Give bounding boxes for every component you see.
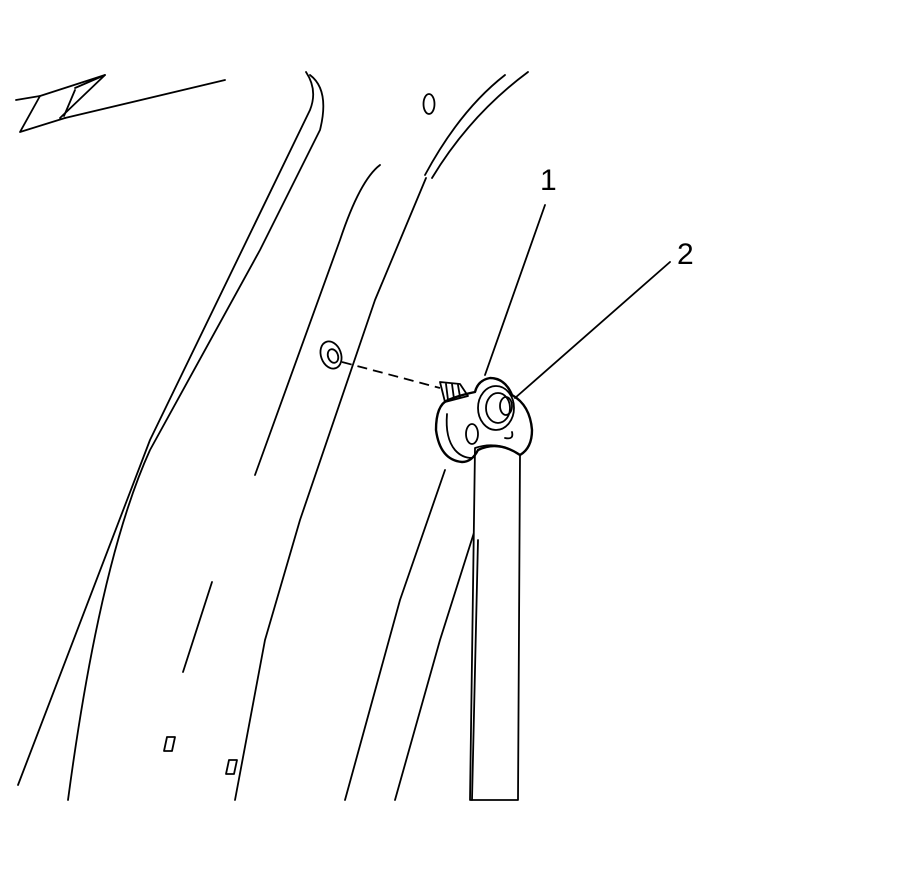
- callout-leader-1: [484, 204, 546, 376]
- bracket-left-shape: [15, 95, 66, 133]
- pillar-rear-edge-b: [394, 519, 479, 801]
- pillar-rear-edge: [344, 469, 446, 801]
- bracket-joint-line: [74, 74, 106, 89]
- trim-panel-edge: [234, 177, 427, 801]
- door-seal-edge-b: [431, 71, 529, 179]
- pillar-trim-outlines: [17, 71, 529, 801]
- callout-number-1: 1: [540, 164, 557, 197]
- callout-leader-2: [514, 261, 671, 399]
- roof-rail-line: [64, 79, 226, 119]
- trim-seam-a: [182, 581, 213, 673]
- installation-guide-line: [341, 361, 441, 389]
- seat-belt-webbing: [469, 444, 521, 801]
- trim-inner-edge: [254, 164, 381, 476]
- callout-number-2: 2: [677, 238, 694, 271]
- anchor-bolt: [439, 381, 515, 431]
- trim-slot-b: [225, 759, 238, 775]
- trim-slot-a: [163, 736, 176, 752]
- anchor-mounting-hole: [319, 340, 343, 370]
- seat-belt-anchor-plate: [434, 376, 534, 464]
- trim-outline-outer: [17, 71, 315, 786]
- trim-outline-curve: [67, 74, 325, 801]
- trim-clip-hole: [422, 93, 436, 115]
- bracket-inner-line: [63, 89, 76, 117]
- roof-rail-bracket: [15, 74, 226, 133]
- door-seal-edge-a: [424, 74, 506, 176]
